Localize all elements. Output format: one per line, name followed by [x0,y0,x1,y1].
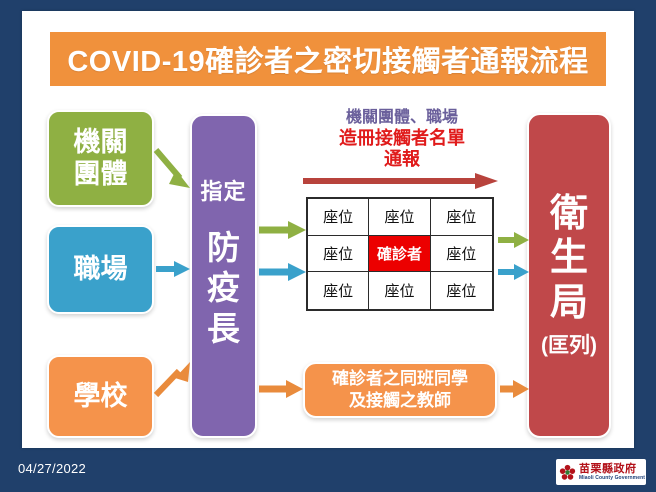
flower-emblem-icon [559,464,576,480]
source-box-workplace: 職場 [47,225,154,314]
health-char-2: 生 [549,237,588,280]
seat-cell: 座位 [308,235,370,273]
classmates-teachers-box: 確診者之同班同學及接觸之教師 [303,362,497,418]
page-title: COVID-19確診者之密切接觸者通報流程 [48,30,608,88]
footer-date: 04/27/2022 [18,461,87,476]
officer-title-vertical: 防 疫 長 [207,228,240,349]
source-box-agency: 機關團體 [47,110,154,207]
grid-annotation-line2: 造冊接觸者名單 [339,127,465,148]
health-bureau-title-vertical: 衛 生 局 [550,192,588,324]
seat-cell: 座位 [369,272,431,309]
health-char-1: 衛 [549,193,588,236]
grid-annotation-line3: 通報 [384,149,420,170]
officer-char-3: 長 [207,309,240,347]
seat-cell: 座位 [446,283,477,301]
health-bureau-box: 衛 生 局 (匡列) [527,113,611,438]
confirmed-case-cell: 確診者 [369,235,431,273]
classmates-teachers-label: 確診者之同班同學及接觸之教師 [332,368,468,410]
grid-annotation-line1: 機關團體、職場 [345,109,458,126]
logo-text-en: Miaoli County Government [579,474,646,481]
source-box-school: 學校 [47,355,154,438]
health-bureau-subtitle: (匡列) [541,333,597,357]
miaoli-county-government-logo: 苗栗縣政府 Miaoli County Government [556,459,646,485]
seat-cell: 座位 [308,272,370,309]
officer-designate-label: 指定 [200,179,247,204]
source-box-school-label: 學校 [73,380,128,411]
report-flow-arrow-icon [303,173,498,189]
officer-char-1: 防 [207,229,240,266]
logo-text: 苗栗縣政府 Miaoli County Government [579,462,646,481]
source-box-workplace-label: 職場 [73,253,128,284]
source-box-agency-label: 機關團體 [73,126,128,189]
seat-cell: 座位 [430,199,492,236]
page-title-text: COVID-19確診者之密切接觸者通報流程 [67,46,589,78]
seat-cell: 座位 [430,236,492,273]
seating-grid: 座位 座位 座位 座位 確診者 座位 座位 座位 座位 [306,197,494,311]
logo-text-zh: 苗栗縣政府 [579,462,637,475]
seat-cell: 座位 [308,199,370,236]
grid-annotation: 機關團體、職場 造冊接觸者名單 通報 [297,108,507,171]
officer-char-2: 疫 [207,269,240,307]
health-char-3: 局 [549,281,588,324]
epidemic-officer-box: 指定 防 疫 長 [190,114,257,438]
seat-cell: 座位 [369,199,431,236]
